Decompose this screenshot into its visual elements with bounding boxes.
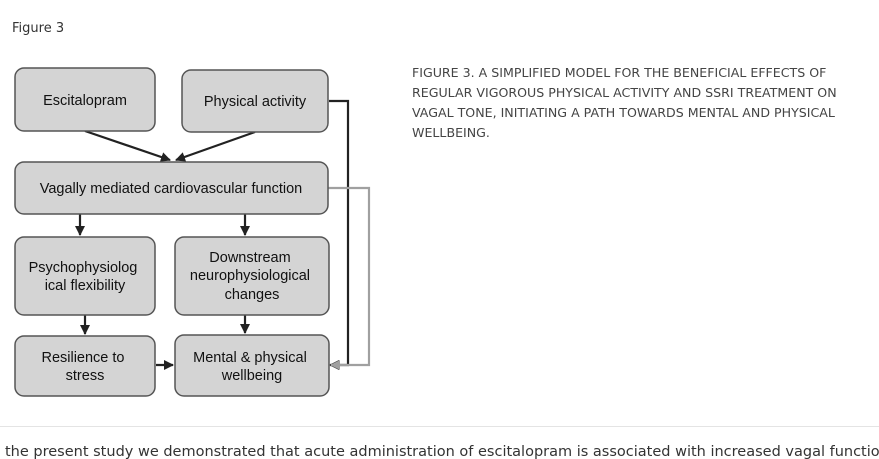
node-escitalopram-line-1: Escitalopram	[43, 93, 127, 109]
svg-text:Psychophysiolog ical fle: Psychophysiolog ical flexibility	[29, 260, 142, 294]
node-escitalopram: Escitalopram	[14, 67, 156, 132]
node-physical-activity-line-1: Physical activity	[204, 94, 307, 110]
node-downstream-changes: Downstream neurophysiological changes	[174, 236, 330, 316]
node-wellbeing-line-1: Mental & physical	[193, 350, 307, 366]
node-psychophysiological-flexibility: Psychophysiolog ical flexibility	[14, 236, 156, 316]
svg-text:Resilience to stress: Resilience to stress	[41, 350, 128, 384]
svg-text:Downstream neurophysiolo: Downstream neurophysiological changes	[190, 250, 314, 303]
figure-caption: FIGURE 3. A SIMPLIFIED MODEL FOR THE BEN…	[412, 65, 837, 140]
node-vagal-function-line-1: Vagally mediated cardiovascular function	[40, 181, 303, 197]
arrow-activity-to-wellbeing	[329, 99, 350, 370]
node-wellbeing-line-2: wellbeing	[221, 368, 282, 384]
node-physical-activity: Physical activity	[181, 69, 329, 133]
node-vagal-function: Vagally mediated cardiovascular function	[14, 161, 329, 215]
svg-text:Mental & physical wellbe: Mental & physical wellbeing	[193, 350, 311, 384]
svg-text:Vagally mediated cardiovascula: Vagally mediated cardiovascular function	[40, 181, 303, 197]
node-wellbeing: Mental & physical wellbeing	[174, 334, 330, 397]
node-resilience-line-2: stress	[66, 368, 105, 384]
article-body-text: the present study we demonstrated that a…	[5, 444, 879, 459]
arrow-activity-to-vagal	[175, 130, 256, 162]
section-divider	[0, 426, 879, 427]
node-psycho-line-2: ical flexibility	[45, 278, 126, 294]
arrow-escitalopram-to-vagal	[84, 129, 171, 162]
node-resilience-line-1: Resilience to	[41, 350, 124, 366]
svg-text:Physical activity: Physical activity	[204, 94, 307, 110]
node-downstream-line-3: changes	[225, 287, 280, 303]
node-resilience: Resilience to stress	[14, 335, 156, 397]
node-psycho-line-1: Psychophysiolog	[29, 260, 138, 276]
node-downstream-line-1: Downstream	[209, 250, 290, 266]
flow-diagram: Escitalopram Physical activity Vagally m…	[14, 67, 371, 397]
figure-label: Figure 3	[12, 21, 65, 36]
node-downstream-line-2: neurophysiological	[190, 268, 310, 284]
arrow-vagal-to-wellbeing	[328, 186, 371, 370]
svg-text:Escitalopram: Escitalopram	[43, 93, 127, 109]
